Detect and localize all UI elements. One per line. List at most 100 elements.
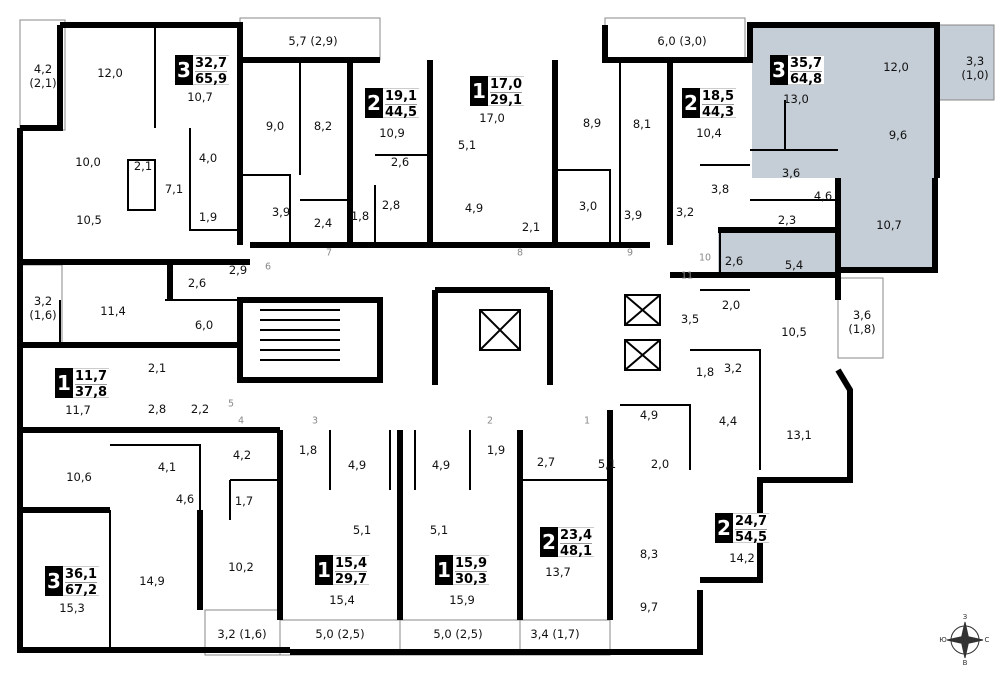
room-area: 4,2 (232, 448, 252, 462)
room-area: 14,2 (729, 551, 755, 565)
room-area: 3,2 (723, 361, 743, 375)
rooms-count: 1 (55, 368, 73, 398)
living-area: 32,7 (195, 56, 228, 72)
door-number: 1 (583, 415, 591, 427)
total-area: 54,5 (735, 530, 768, 545)
room-area: 1,9 (198, 210, 218, 224)
rooms-count: 3 (175, 55, 193, 85)
door-number: 8 (516, 247, 524, 259)
room-area: 11,7 (65, 403, 91, 417)
room-area: 10,4 (696, 126, 722, 140)
door-number: 9 (626, 247, 634, 259)
living-area: 23,4 (560, 528, 593, 544)
room-area: 3,9 (271, 205, 291, 219)
compass-rose (946, 621, 984, 659)
room-area: 4,0 (198, 151, 218, 165)
rooms-count: 3 (45, 566, 63, 596)
room-area: 11,4 (100, 304, 126, 318)
room-area: 5,0 (2,5) (433, 627, 483, 641)
room-area: 2,6 (724, 254, 744, 268)
living-area: 36,1 (65, 567, 98, 583)
door-number: 4 (237, 415, 245, 427)
room-area: 3,0 (578, 199, 598, 213)
room-area: 5,1 (352, 523, 372, 537)
rooms-count: 1 (470, 76, 488, 106)
room-area: 13,0 (783, 92, 809, 106)
room-area: 10,2 (228, 560, 254, 574)
room-area: 2,8 (147, 402, 167, 416)
room-area: 2,3 (777, 213, 797, 227)
total-area: 67,2 (65, 583, 98, 598)
room-area: 3,6 (781, 166, 801, 180)
room-area: 4,1 (157, 460, 177, 474)
rooms-count: 1 (435, 555, 453, 585)
room-area: 3,2 (675, 205, 695, 219)
room-area: 5,7 (2,9) (288, 34, 338, 48)
compass-north-label: З (962, 613, 968, 621)
room-area: 14,9 (139, 574, 165, 588)
door-number: 11 (680, 270, 694, 282)
room-area: 2,0 (721, 298, 741, 312)
room-area: 5,1 (597, 457, 617, 471)
room-area: 3,3 (1,0) (961, 54, 989, 82)
total-area: 65,9 (195, 72, 228, 87)
room-area: 15,4 (329, 593, 355, 607)
compass-west-label: Ю (939, 636, 947, 644)
room-area: 9,7 (639, 600, 659, 614)
total-area: 30,3 (455, 572, 488, 587)
room-area: 5,1 (457, 138, 477, 152)
door-number: 3 (311, 415, 319, 427)
room-area: 3,2 (1,6) (217, 627, 267, 641)
room-area: 2,1 (147, 361, 167, 375)
living-area: 18,5 (702, 89, 735, 105)
partition-walls (59, 25, 838, 650)
room-area: 12,0 (883, 60, 909, 74)
room-area: 3,4 (1,7) (530, 627, 580, 641)
room-area: 10,7 (187, 90, 213, 104)
room-area: 3,2 (1,6) (29, 294, 57, 322)
room-area: 8,9 (582, 116, 602, 130)
highlighted-apartment-fill (718, 25, 994, 278)
room-area: 13,7 (545, 565, 571, 579)
room-area: 2,1 (521, 220, 541, 234)
rooms-count: 2 (715, 513, 733, 543)
room-area: 3,8 (710, 182, 730, 196)
room-area: 2,4 (313, 216, 333, 230)
living-area: 17,0 (490, 77, 523, 93)
total-area: 29,1 (490, 93, 523, 108)
room-area: 4,9 (639, 408, 659, 422)
room-area: 2,0 (650, 457, 670, 471)
door-number: 5 (227, 398, 235, 410)
total-area: 64,8 (790, 72, 823, 87)
total-area: 48,1 (560, 544, 593, 559)
room-area: 1,7 (234, 494, 254, 508)
room-area: 10,6 (66, 470, 92, 484)
door-number: 10 (698, 252, 712, 264)
room-area: 4,9 (347, 458, 367, 472)
room-area: 10,9 (379, 126, 405, 140)
room-area: 1,8 (298, 443, 318, 457)
total-area: 37,8 (75, 385, 108, 400)
total-area: 44,5 (385, 105, 418, 120)
room-area: 2,6 (390, 155, 410, 169)
room-area: 1,8 (695, 365, 715, 379)
rooms-count: 2 (540, 527, 558, 557)
living-area: 19,1 (385, 89, 418, 105)
room-area: 15,9 (449, 593, 475, 607)
room-area: 8,2 (313, 119, 333, 133)
room-area: 1,8 (350, 209, 370, 223)
room-area: 10,7 (876, 218, 902, 232)
